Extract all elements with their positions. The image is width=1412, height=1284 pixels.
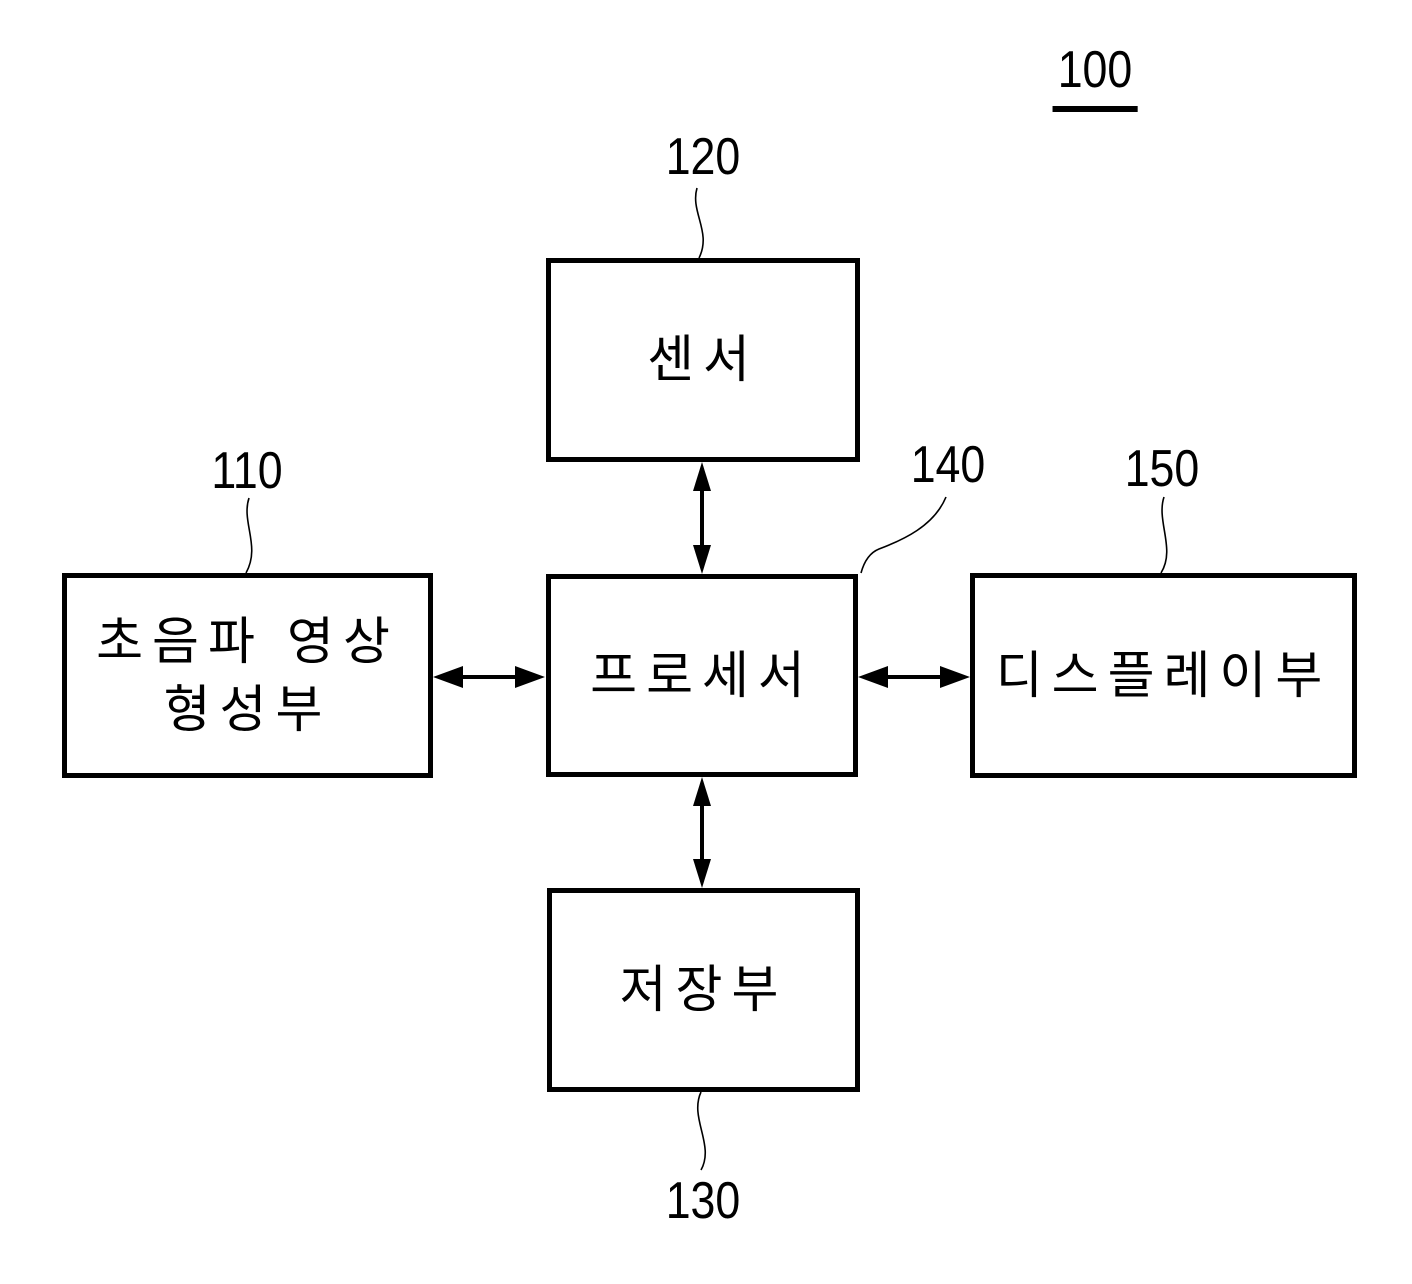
arrow-processor-storage <box>693 777 711 888</box>
arrow-processor-display <box>858 666 970 688</box>
leader-line-130 <box>696 1091 707 1171</box>
ref-number-display: 150 <box>1124 440 1200 498</box>
arrow-sensor-processor <box>693 462 711 574</box>
block-sensor: 센서 <box>546 258 860 462</box>
block-display-label: 디스플레이부 <box>995 646 1332 704</box>
leader-line-150 <box>1160 496 1168 574</box>
figure-number: 100 <box>1052 44 1138 112</box>
leader-line-120 <box>694 187 704 259</box>
leader-line-140 <box>860 496 947 574</box>
block-ultrasound-label-line1: 초음파 영상 <box>96 613 399 671</box>
block-processor: 프로세서 <box>546 574 858 777</box>
block-storage-label: 저장부 <box>619 961 788 1019</box>
ref-number-storage: 130 <box>665 1172 741 1230</box>
leader-line-110 <box>245 497 253 574</box>
block-ultrasound-image-former: 초음파 영상 형성부 <box>62 573 433 778</box>
block-sensor-label: 센서 <box>647 331 759 389</box>
block-storage: 저장부 <box>547 888 860 1092</box>
ref-number-sensor: 120 <box>665 128 741 186</box>
ref-number-processor: 140 <box>910 436 986 494</box>
block-processor-label: 프로세서 <box>590 646 814 704</box>
block-ultrasound-image-former-label: 초음파 영상 형성부 <box>96 608 399 743</box>
block-display: 디스플레이부 <box>970 573 1357 778</box>
ref-number-ultrasound: 110 <box>211 442 283 500</box>
block-ultrasound-label-line2: 형성부 <box>163 680 332 738</box>
arrow-ultrasound-processor <box>433 666 545 688</box>
